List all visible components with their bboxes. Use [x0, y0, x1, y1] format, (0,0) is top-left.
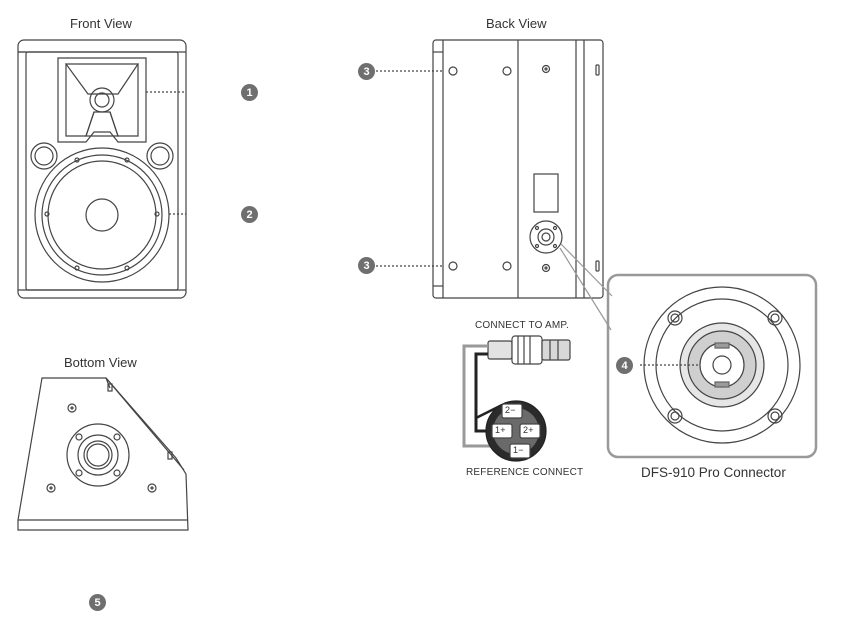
bass-port-right: [146, 142, 174, 170]
callout-3-top: 3: [358, 63, 375, 80]
bottom-view-title: Bottom View: [64, 355, 137, 370]
woofer: [34, 147, 170, 283]
callout-4: 4: [616, 357, 633, 374]
back-connector-plate: [529, 220, 563, 254]
bass-port-left: [30, 142, 58, 170]
connect-to-amp-label: CONNECT TO AMP.: [475, 320, 569, 331]
callout-3-bottom: 3: [358, 257, 375, 274]
back-handle: [533, 173, 559, 213]
pin-label-1-plus: 1+: [495, 425, 506, 435]
pin-label-1-minus: 1−: [513, 445, 524, 455]
pin-label-2-minus: 2−: [505, 405, 516, 415]
speakon-cable: [462, 335, 571, 462]
horn-tweeter: [57, 57, 147, 143]
callout-1: 1: [241, 84, 258, 101]
pin-label-2-plus: 2+: [523, 425, 534, 435]
front-view-drawing: [17, 39, 187, 299]
connector-caption: DFS-910 Pro Connector: [641, 465, 786, 480]
back-view-title: Back View: [486, 16, 547, 31]
connector-detail: [606, 273, 818, 459]
back-view-drawing: [376, 39, 613, 331]
callout-5: 5: [89, 594, 106, 611]
front-view-title: Front View: [70, 16, 132, 31]
callout-2: 2: [241, 206, 258, 223]
reference-connect-label: REFERENCE CONNECT: [466, 467, 584, 478]
bottom-view-drawing: [17, 377, 189, 531]
